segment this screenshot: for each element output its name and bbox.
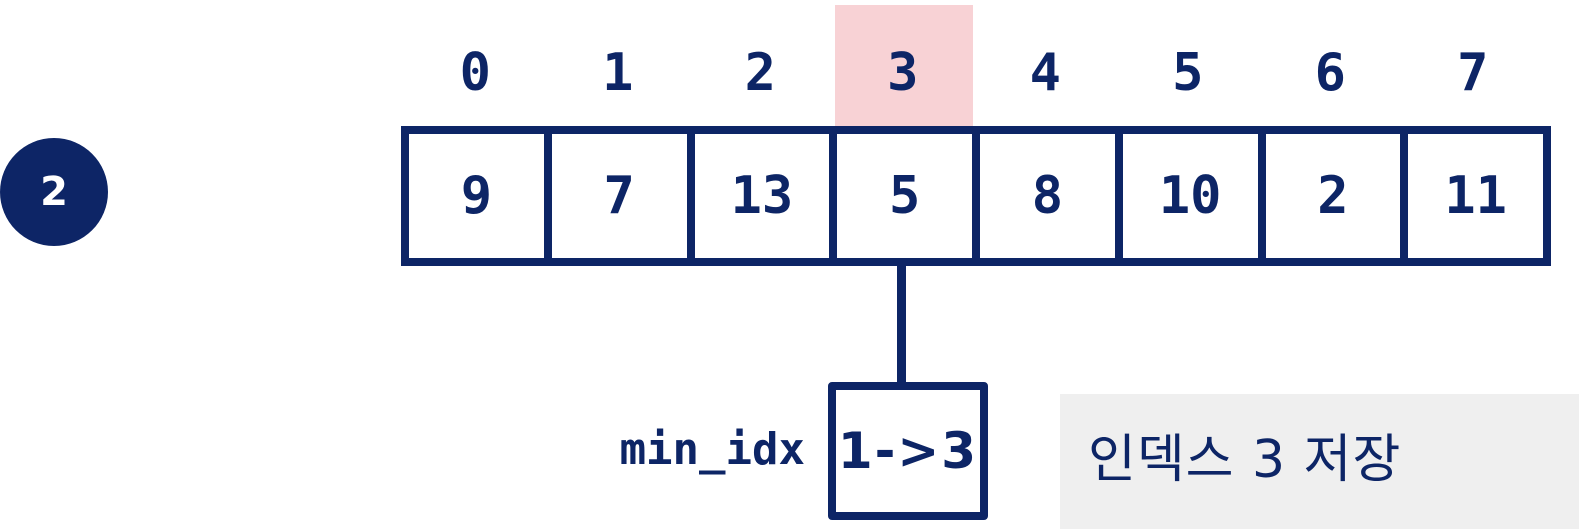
array-cell: 2 xyxy=(1266,134,1409,258)
array-cell-min: 5 xyxy=(837,134,980,258)
array-cell: 8 xyxy=(980,134,1123,258)
min-idx-box: 1->3 xyxy=(828,382,988,520)
index-label: 7 xyxy=(1457,43,1489,103)
index-label: 0 xyxy=(459,43,491,103)
index-label: 5 xyxy=(1172,43,1204,103)
index-row: 0 1 2 3 4 5 6 7 xyxy=(404,28,1544,118)
min-idx-value: 1->3 xyxy=(837,422,979,480)
highlighted-index-marker xyxy=(835,5,973,128)
array-cell: 11 xyxy=(1444,166,1507,226)
note-panel xyxy=(1060,394,1579,529)
index-label: 1 xyxy=(602,43,634,103)
index-label: 4 xyxy=(1029,43,1061,103)
min-idx-label: min_idx xyxy=(619,424,805,475)
index-label: 2 xyxy=(744,43,776,103)
index-label: 6 xyxy=(1314,43,1346,103)
step-number-badge: 2 xyxy=(0,138,108,246)
connector-line xyxy=(897,262,906,384)
array-cell: 13 xyxy=(695,134,838,258)
array-box: 9 7 13 5 8 10 2 11 xyxy=(401,126,1551,266)
array-cell: 10 xyxy=(1123,134,1266,258)
step-number: 2 xyxy=(40,169,68,215)
array-cell: 7 xyxy=(552,134,695,258)
index-label-highlighted: 3 xyxy=(887,43,919,103)
note-text: 인덱스 3 저장 xyxy=(1088,430,1402,490)
array-cell: 9 xyxy=(409,134,552,258)
